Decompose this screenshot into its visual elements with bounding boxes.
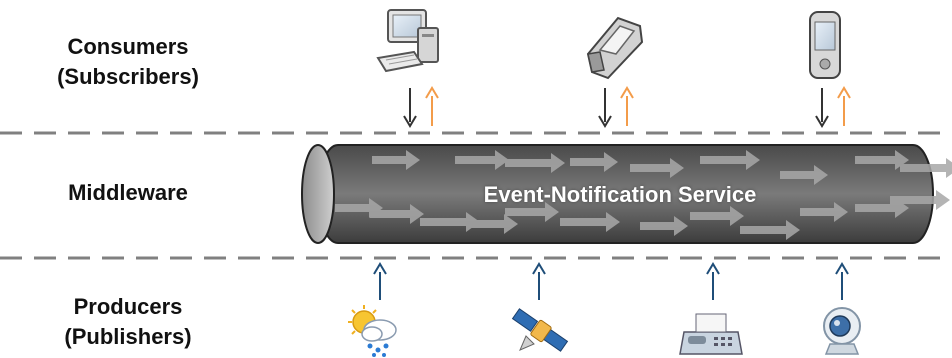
- flow-arrow: [690, 206, 744, 226]
- producer-arrows: [373, 262, 849, 300]
- consumer-arrows: [403, 86, 851, 128]
- flow-arrow: [420, 212, 480, 232]
- consumers-title: Consumers: [67, 34, 189, 59]
- satellite-icon: [511, 308, 569, 352]
- flow-arrow: [372, 150, 420, 170]
- weather-icon: [348, 305, 397, 357]
- flow-arrow: [560, 212, 620, 232]
- event-service-pipe: [301, 144, 952, 244]
- pda-handheld-icon: [809, 11, 841, 79]
- flow-arrow: [505, 153, 565, 173]
- mobile-phone-icon: [586, 16, 644, 80]
- consumers-label: Consumers (Subscribers): [28, 32, 228, 92]
- flow-arrow: [855, 150, 909, 170]
- producers-title: Producers: [73, 294, 183, 319]
- flow-arrow: [890, 190, 950, 210]
- flow-arrow: [570, 152, 618, 172]
- desktop-computer-icon: [376, 9, 439, 73]
- flow-arrow: [630, 158, 684, 178]
- flow-arrow: [780, 165, 828, 185]
- flow-arrow: [800, 202, 848, 222]
- flow-arrow: [470, 214, 518, 234]
- flow-arrow: [370, 204, 424, 224]
- flow-arrow: [640, 216, 688, 236]
- webcam-icon: [823, 307, 861, 355]
- flow-arrow: [740, 220, 800, 240]
- middleware-label: Middleware: [68, 180, 188, 205]
- flow-arrow: [505, 202, 559, 222]
- event-notification-service-label: Event-Notification Service: [483, 182, 757, 207]
- flow-arrow: [455, 150, 509, 170]
- flow-arrows: [335, 150, 952, 240]
- fax-machine-icon: [679, 313, 743, 355]
- producers-subtitle: (Publishers): [64, 324, 192, 349]
- consumers-subtitle: (Subscribers): [57, 64, 199, 89]
- flow-arrow: [900, 158, 952, 178]
- flow-arrow: [700, 150, 760, 170]
- producers-label: Producers (Publishers): [28, 292, 228, 352]
